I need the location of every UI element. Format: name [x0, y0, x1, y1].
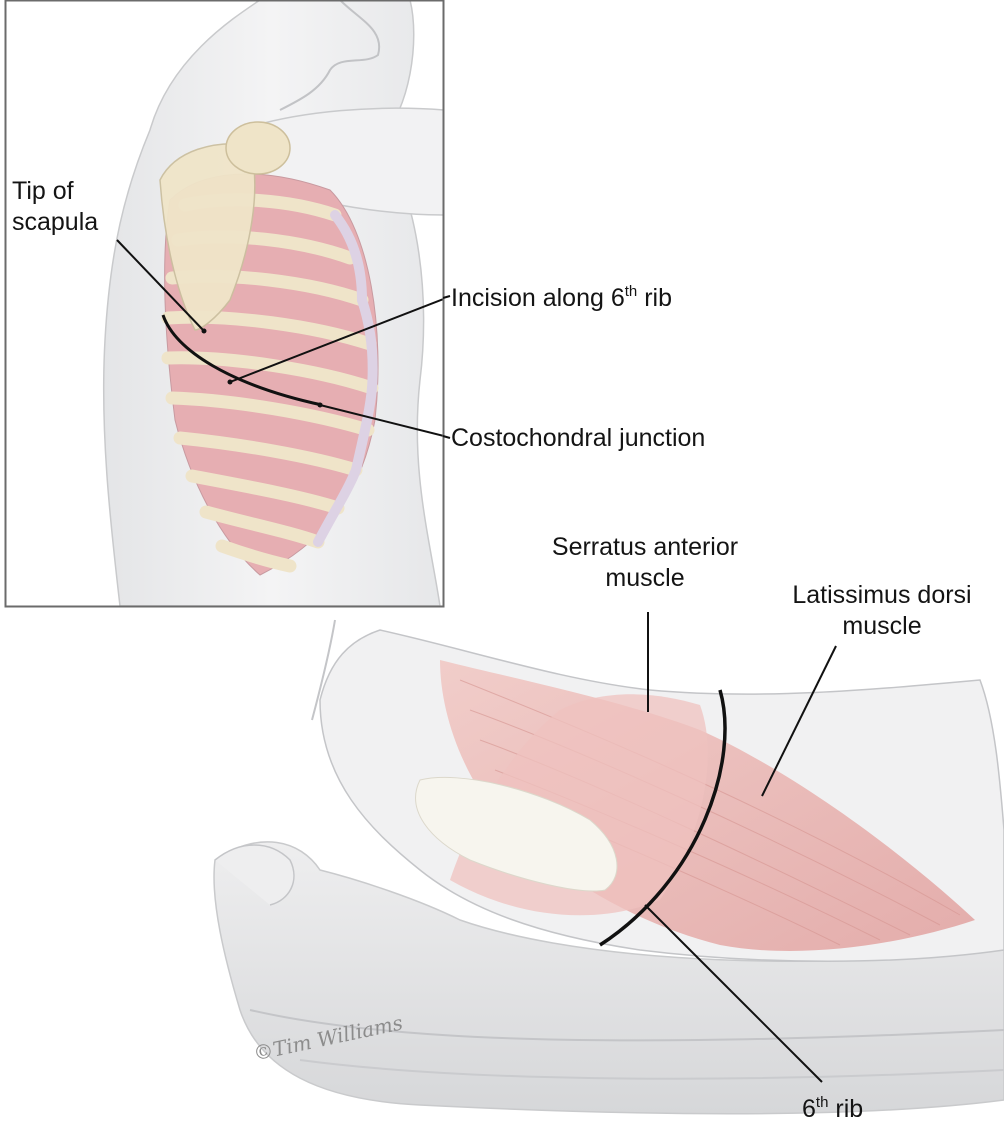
incision-line — [161, 314, 323, 407]
label-tip-line1: Tip of — [12, 177, 74, 205]
neck — [279, 0, 381, 111]
label-tip-of-scapula: Tip of scapula — [12, 176, 98, 238]
label-costochondral-junction: Costochondral junction — [451, 424, 706, 452]
label-latissimus-dorsi: Latissimus dorsi muscle — [770, 580, 994, 642]
main-figure — [213, 612, 1004, 1115]
label-incision-text: Incision along 6 — [451, 284, 625, 312]
label-6th-rib: 6th rib — [802, 1094, 863, 1125]
label-incision-sup: th — [624, 283, 638, 300]
label-incision-tail: rib — [637, 284, 672, 312]
drape — [213, 841, 1004, 1115]
label-serratus-anterior: Serratus anterior muscle — [520, 532, 770, 594]
scapula — [159, 143, 256, 331]
label-tip-line2: scapula — [12, 208, 99, 236]
inset-panel — [4, 0, 445, 608]
label-serratus-line2: muscle — [605, 564, 685, 592]
label-rib-text: 6 — [802, 1095, 816, 1123]
label-rib-sup: th — [815, 1094, 829, 1111]
label-serratus-line1: Serratus anterior — [551, 533, 739, 561]
inset-frame — [4, 0, 445, 608]
label-rib-tail: rib — [828, 1095, 864, 1123]
incision-arc — [599, 689, 727, 947]
scapula-outline — [415, 776, 618, 892]
label-latissimus-line2: muscle — [842, 612, 922, 640]
label-latissimus-line1: Latissimus dorsi — [792, 581, 972, 609]
label-incision: Incision along 6th rib — [451, 283, 672, 314]
